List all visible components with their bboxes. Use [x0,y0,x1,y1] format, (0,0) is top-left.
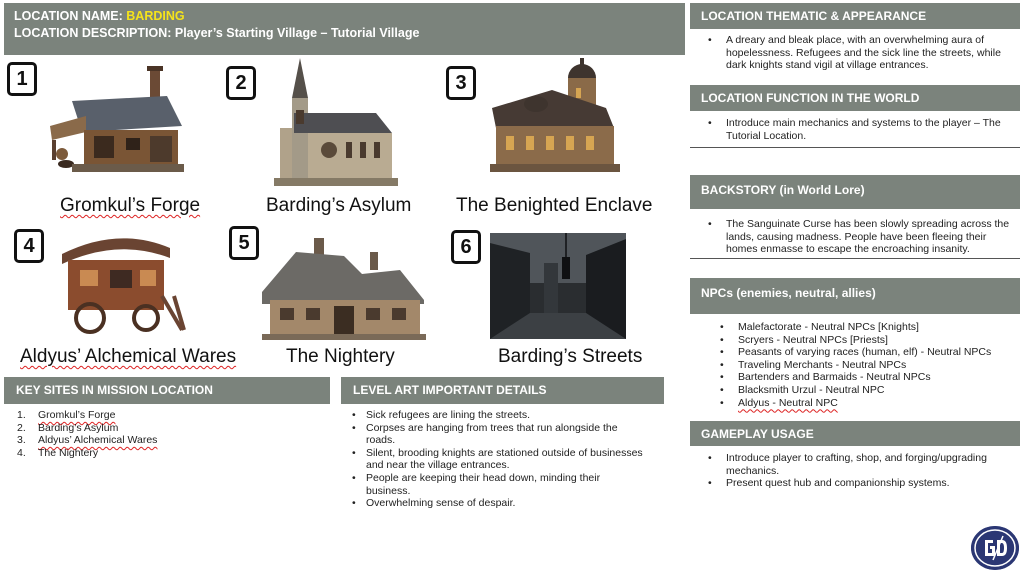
list-item: Overwhelming sense of despair. [344,497,644,510]
key-sites-section-body: 1.Gromkul’s Forge 2.Barding’s Asylum 3.A… [4,409,330,459]
level-art-section-body: Sick refugees are lining the streets. Co… [344,409,644,510]
nightery-illustration [262,238,426,340]
location-name-line: LOCATION NAME: BARDING [14,9,185,23]
npcs-section-body: Malefactorate - Neutral NPCs [Knights] S… [712,321,1024,409]
site-label-1: Gromkul’s Forge [60,195,201,216]
key-sites-section-header: KEY SITES IN MISSION LOCATION [4,377,330,404]
thematic-section-header: LOCATION THEMATIC & APPEARANCE [690,3,1020,29]
site-label-5: The Nightery [286,346,395,367]
thematic-section-body: A dreary and bleak place, with an overwh… [700,34,1016,72]
location-description: LOCATION DESCRIPTION: Player’s Starting … [14,26,420,40]
enclave-illustration [490,58,620,172]
location-header: LOCATION NAME: BARDING LOCATION DESCRIPT… [4,3,685,55]
list-item: Sick refugees are lining the streets. [344,409,644,422]
gameplay-section-body: Introduce player to crafting, shop, and … [700,452,1016,490]
asylum-illustration [274,58,398,186]
section-divider [690,258,1020,259]
gd-skills-logo-icon [971,526,1019,570]
list-item: Aldyus - Neutral NPC [712,397,1024,410]
forge-illustration [50,66,184,172]
list-item: Scryers - Neutral NPCs [Priests] [712,334,1024,347]
list-item: 3.Aldyus’ Alchemical Wares [17,434,158,447]
site-number-2: 2 [226,66,256,100]
function-section-body: Introduce main mechanics and systems to … [700,117,1016,142]
npcs-section-header: NPCs (enemies, neutral, allies) [690,278,1020,314]
gameplay-section-header: GAMEPLAY USAGE [690,421,1020,446]
level-art-section-header: LEVEL ART IMPORTANT DETAILS [341,377,664,404]
list-item: 1.Gromkul’s Forge [17,409,116,421]
alchemical-wagon-illustration [62,238,186,334]
list-item: Introduce player to crafting, shop, and … [700,452,1016,477]
list-item: Peasants of varying races (human, elf) -… [712,346,1024,359]
function-section-header: LOCATION FUNCTION IN THE WORLD [690,85,1020,111]
list-item: Silent, brooding knights are stationed o… [344,447,644,472]
list-item: 4.The Nightery [17,446,99,459]
site-number-5: 5 [229,226,259,260]
site-number-3: 3 [446,66,476,100]
backstory-section-header: BACKSTORY (in World Lore) [690,175,1020,209]
list-item: Blacksmith Urzul - Neutral NPC [712,384,1024,397]
section-divider [690,147,1020,148]
list-item: Malefactorate - Neutral NPCs [Knights] [712,321,1024,334]
site-number-1: 1 [7,62,37,96]
list-item: Traveling Merchants - Neutral NPCs [712,359,1024,372]
streets-illustration [490,233,626,339]
list-item: A dreary and bleak place, with an overwh… [700,34,1016,72]
site-label-2: Barding’s Asylum [266,195,412,216]
location-name-value: BARDING [126,9,185,23]
site-label-6: Barding’s Streets [498,346,643,367]
list-item: Introduce main mechanics and systems to … [700,117,1016,142]
list-item: 2.Barding’s Asylum [17,421,119,434]
list-item: The Sanguinate Curse has been slowly spr… [700,218,1016,256]
site-label-4: Aldyus’ Alchemical Wares [20,346,237,367]
list-item: Present quest hub and companionship syst… [700,477,1016,490]
site-label-3: The Benighted Enclave [456,195,653,216]
site-number-6: 6 [451,230,481,264]
list-item: Corpses are hanging from trees that run … [344,422,644,447]
list-item: People are keeping their head down, mind… [344,472,644,497]
site-number-4: 4 [14,229,44,263]
backstory-section-body: The Sanguinate Curse has been slowly spr… [700,218,1016,256]
list-item: Bartenders and Barmaids - Neutral NPCs [712,371,1024,384]
